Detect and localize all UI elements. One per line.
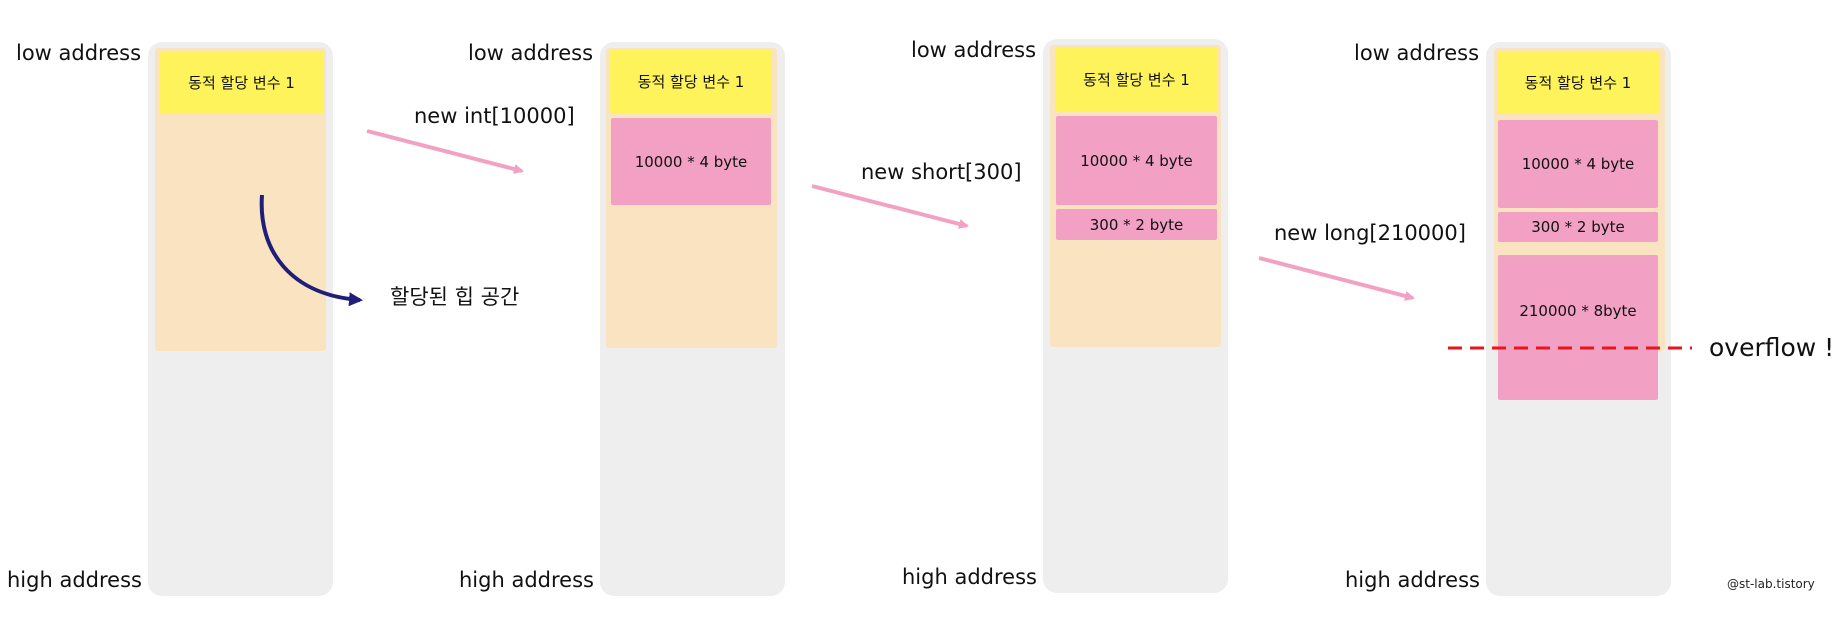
int-allocation-block: 10000 * 4 byte — [1056, 116, 1217, 205]
low-address-label: low address — [468, 41, 594, 65]
short-allocation-block: 300 * 2 byte — [1056, 209, 1217, 240]
high-address-label: high address — [1345, 568, 1480, 592]
high-address-label: high address — [902, 565, 1037, 589]
int-allocation-block: 10000 * 4 byte — [611, 118, 771, 205]
variable-block-label: 동적 할당 변수 1 — [1083, 71, 1190, 89]
credit-text: @st-lab.tistory — [1727, 577, 1815, 591]
operation-label-long: new long[210000] — [1274, 221, 1466, 245]
operation-label-int: new int[10000] — [414, 104, 575, 128]
variable-block-label: 동적 할당 변수 1 — [1524, 74, 1632, 92]
transition-arrow-1 — [366, 129, 524, 174]
transition-arrow-3 — [1258, 256, 1415, 301]
transition-arrow-2 — [811, 184, 969, 229]
overflow-label: overflow ! — [1709, 333, 1835, 362]
low-address-label: low address — [911, 38, 1037, 62]
int-allocation-label: 10000 * 4 byte — [1080, 151, 1193, 170]
operation-label-short: new short[300] — [861, 160, 1022, 184]
variable-block: 동적 할당 변수 1 — [610, 50, 772, 113]
variable-block: 동적 할당 변수 1 — [1055, 48, 1218, 111]
short-allocation-block: 300 * 2 byte — [1498, 212, 1658, 242]
int-allocation-label: 10000 * 4 byte — [634, 152, 748, 171]
short-allocation-label: 300 * 2 byte — [1531, 218, 1625, 236]
long-allocation-block: 210000 * 8byte — [1498, 255, 1658, 400]
variable-block: 동적 할당 변수 1 — [1497, 51, 1659, 114]
variable-block-label: 동적 할당 변수 1 — [637, 73, 745, 91]
heap-pointer-arrow — [259, 194, 363, 307]
variable-block-label: 동적 할당 변수 1 — [188, 74, 295, 92]
high-address-label: high address — [459, 568, 594, 592]
short-allocation-label: 300 * 2 byte — [1089, 215, 1184, 234]
int-allocation-label: 10000 * 4 byte — [1521, 155, 1635, 173]
int-allocation-block: 10000 * 4 byte — [1498, 120, 1658, 208]
long-allocation-label: 210000 * 8byte — [1519, 302, 1637, 320]
high-address-label: high address — [7, 568, 142, 592]
heap-space-label: 할당된 힙 공간 — [390, 285, 520, 309]
low-address-label: low address — [16, 41, 142, 65]
low-address-label: low address — [1354, 41, 1480, 65]
variable-block: 동적 할당 변수 1 — [160, 51, 323, 114]
